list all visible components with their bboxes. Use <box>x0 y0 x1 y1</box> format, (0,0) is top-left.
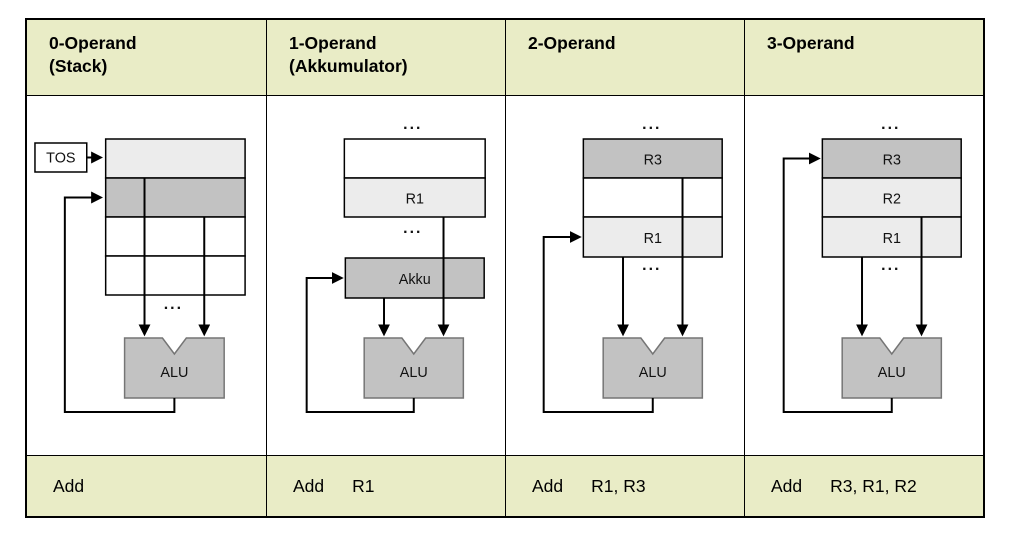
alu-shape <box>602 337 704 399</box>
header-line2: (Akkumulator) <box>289 56 408 76</box>
ellipsis: ... <box>881 257 900 274</box>
ellipsis: ... <box>642 116 661 133</box>
header-line1: 0-Operand <box>49 33 137 53</box>
diagram-3-operand: ... R3 R2 R1 ... ALU <box>744 96 983 455</box>
register-cell-r1 <box>821 216 962 258</box>
alu-label: ALU <box>400 365 428 381</box>
register-cell-empty <box>343 138 486 179</box>
akku-label: Akku <box>399 272 431 288</box>
writeback-wire <box>542 231 654 413</box>
instruction-stack: Add <box>27 455 266 516</box>
alu-label: ALU <box>878 365 906 381</box>
diagram-stack: TOS ... ALU <box>27 96 266 455</box>
instruction-mnemonic: Add <box>53 475 85 496</box>
stack-architecture-svg: TOS ... ALU <box>34 138 246 413</box>
stack-cell-top <box>104 138 246 179</box>
header-line1: 1-Operand <box>289 33 377 53</box>
header-line1: 2-Operand <box>528 33 616 53</box>
header-1-operand: 1-Operand (Akkumulator) <box>266 20 505 96</box>
stack-cell-3 <box>104 216 246 257</box>
register-label-r2: R2 <box>883 191 901 207</box>
register-label-r1: R1 <box>644 231 662 247</box>
register-cell-r1 <box>582 216 723 258</box>
diagram-akkumulator: ... R1 ... Akku ALU <box>266 96 505 455</box>
register-cell-r2 <box>821 177 962 218</box>
instruction-3-operand: Add R3, R1, R2 <box>744 455 983 516</box>
register-label-r1: R1 <box>883 231 901 247</box>
two-operand-architecture-svg: ... R3 R1 ... ALU <box>542 116 723 413</box>
instruction-operands: R1, R3 <box>591 475 646 496</box>
ellipsis: ... <box>642 257 661 274</box>
instruction-mnemonic: Add <box>293 475 325 496</box>
tos-label: TOS <box>46 150 75 166</box>
ellipsis: ... <box>881 116 900 133</box>
register-cell-empty <box>582 177 723 218</box>
register-cell-r3 <box>821 138 962 179</box>
ellipsis: ... <box>403 116 422 133</box>
instruction-2-operand: Add R1, R3 <box>505 455 744 516</box>
alu-label: ALU <box>639 365 667 381</box>
instruction-mnemonic: Add <box>771 475 803 496</box>
writeback-wire <box>782 152 893 413</box>
register-cell-r1 <box>343 177 486 218</box>
header-line2: (Stack) <box>49 56 108 76</box>
stack-cell-4 <box>104 255 246 296</box>
akku-architecture-svg: ... R1 ... Akku ALU <box>305 116 486 413</box>
writeback-wire <box>63 191 176 413</box>
instruction-akku: Add R1 <box>266 455 505 516</box>
header-2-operand: 2-Operand <box>505 20 744 96</box>
header-3-operand: 3-Operand <box>744 20 983 96</box>
alu-shape <box>841 337 943 399</box>
stack-cell-second <box>104 177 246 218</box>
register-label-r3: R3 <box>883 152 901 168</box>
diagram-2-operand: ... R3 R1 ... ALU <box>505 96 744 455</box>
operand-architecture-table: 0-Operand (Stack) 1-Operand (Akkumulator… <box>25 18 985 518</box>
register-cell-r3 <box>582 138 723 179</box>
ellipsis: ... <box>403 220 422 237</box>
instruction-mnemonic: Add <box>532 475 564 496</box>
alu-shape <box>363 337 465 399</box>
header-0-operand: 0-Operand (Stack) <box>27 20 266 96</box>
ellipsis: ... <box>164 296 183 313</box>
instruction-operands: R3, R1, R2 <box>830 475 917 496</box>
instruction-operands: R1 <box>352 475 375 496</box>
alu-label: ALU <box>160 365 188 381</box>
alu-shape <box>123 337 225 399</box>
header-line1: 3-Operand <box>767 33 855 53</box>
akku-box <box>344 257 485 299</box>
writeback-wire <box>305 272 415 413</box>
three-operand-architecture-svg: ... R3 R2 R1 ... ALU <box>782 116 962 413</box>
register-label-r1: R1 <box>406 191 424 207</box>
register-label-r3: R3 <box>644 152 662 168</box>
